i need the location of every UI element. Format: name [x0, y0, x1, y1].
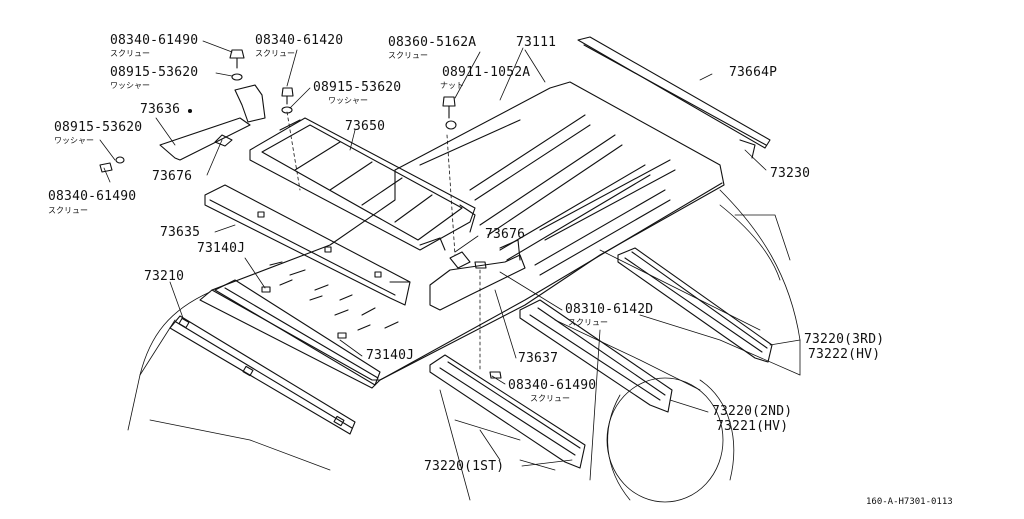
cross-bar: [205, 185, 410, 305]
callout-part-number: 73635: [160, 225, 201, 240]
callout-part-number: 73210: [144, 269, 185, 284]
callout-part-number: 73111: [516, 35, 557, 50]
callout-part-number: 08915-53620: [54, 120, 143, 135]
callout-part-number: 73637: [518, 351, 559, 366]
callout-part-number: 08911-1052A: [442, 65, 531, 80]
leader-lines: [100, 41, 800, 466]
callout-note: スクリュー: [110, 49, 150, 58]
side-rail-3rd: [618, 248, 772, 362]
left-bracket: [160, 85, 265, 160]
callout-part-number: 73221(HV): [716, 419, 789, 434]
roof-rack: [250, 118, 475, 250]
callout-note: スクリュー: [388, 51, 428, 60]
callout-part-number: 08340-61490: [508, 378, 597, 393]
callout-part-number: 08360-5162A: [388, 35, 477, 50]
callout-part-number: 73222(HV): [808, 347, 881, 362]
callout-note: ワッシャー: [328, 96, 368, 105]
right-bracket: [420, 238, 525, 310]
callout-part-number: 08915-53620: [110, 65, 199, 80]
callout-part-number: 08340-61490: [48, 189, 137, 204]
callout-note: ナット: [440, 81, 464, 90]
front-rail: [170, 316, 355, 434]
drip-molding: [215, 280, 380, 385]
callout-part-number: 73230: [770, 166, 811, 181]
callout-note: ワッシャー: [110, 81, 150, 90]
callout-part-number: 73636: [140, 102, 181, 117]
callout-part-number: 08915-53620: [313, 80, 402, 95]
fastener-icons: [100, 50, 501, 378]
callout-note: ワッシャー: [54, 136, 94, 145]
callout-part-number: 73676: [152, 169, 193, 184]
callout-part-number: 08310-6142D: [565, 302, 654, 317]
callout-part-number: 73140J: [366, 348, 415, 363]
callout-part-number: 08340-61490: [110, 33, 199, 48]
callout-part-number: 73220(2ND): [712, 404, 793, 419]
callout-part-number: 73140J: [197, 241, 246, 256]
reference-code: 160-A-H7301-0113: [866, 497, 953, 507]
roof-panel: [200, 82, 724, 388]
callout-note: スクリュー: [255, 49, 295, 58]
callout-note: スクリュー: [48, 206, 88, 215]
callout-part-number: 73650: [345, 119, 386, 134]
roof-strip: [578, 37, 770, 158]
side-rail-2nd: [520, 300, 672, 412]
callout-part-number: 73676: [485, 227, 526, 242]
callout-part-number: 08340-61420: [255, 33, 344, 48]
callout-part-number: 73664P: [729, 65, 778, 80]
side-rail-1st: [430, 355, 585, 468]
callout-note: スクリュー: [530, 394, 570, 403]
callout-part-number: 73220(3RD): [804, 332, 885, 347]
callout-note: スクリュー: [568, 318, 608, 327]
callout-part-number: 73220(1ST): [424, 459, 505, 474]
